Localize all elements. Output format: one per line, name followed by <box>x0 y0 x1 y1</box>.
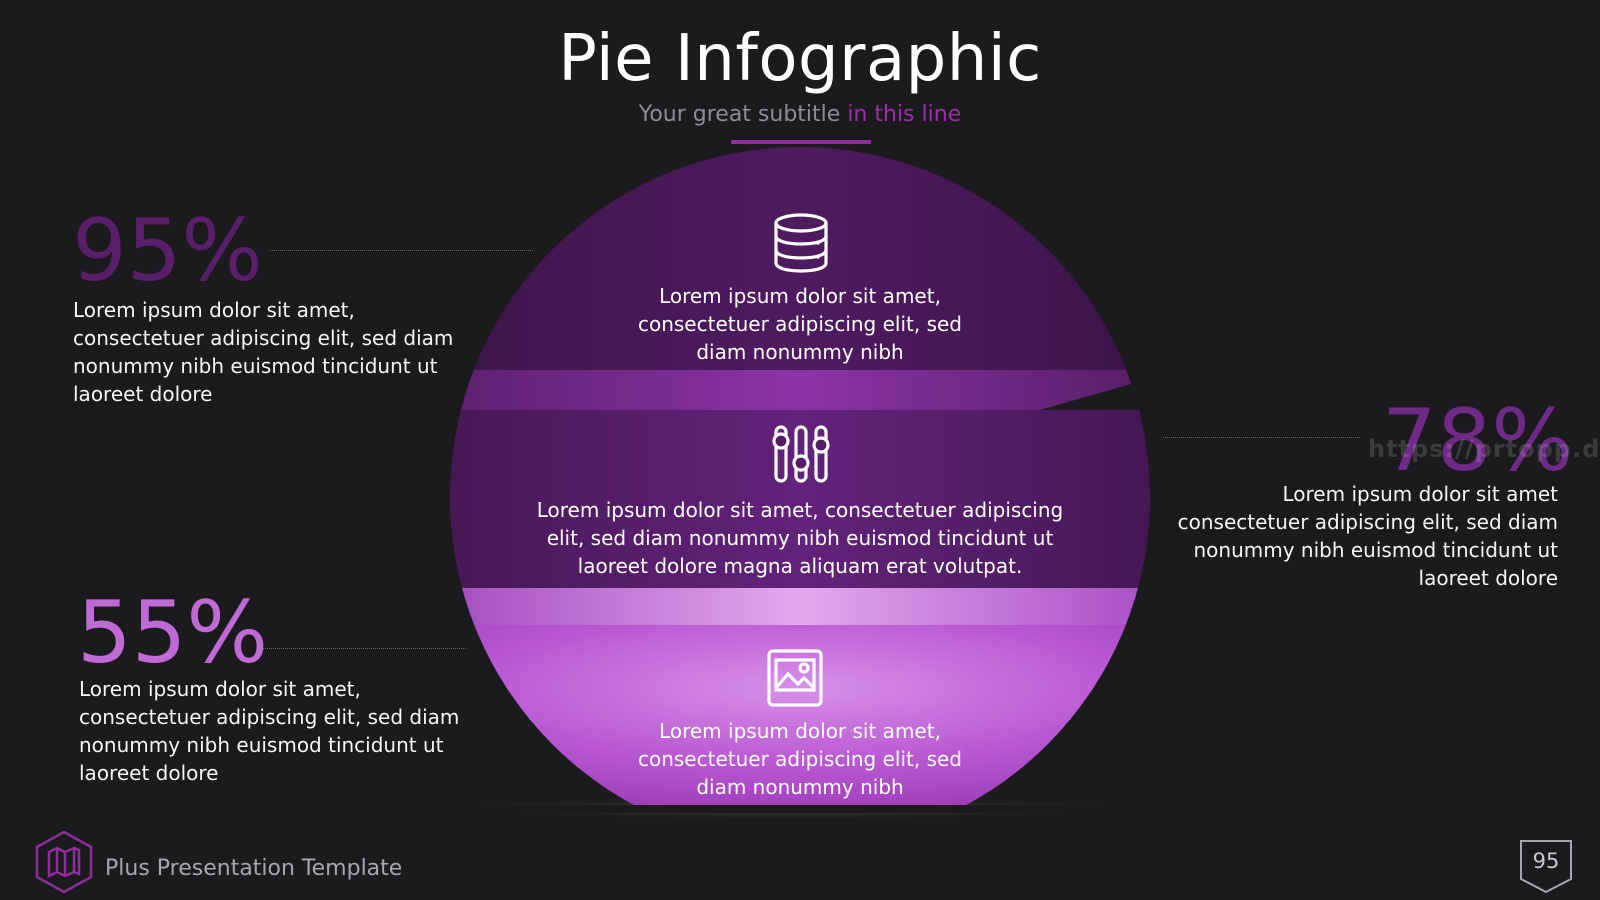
subtitle-main: Your great subtitle <box>638 102 841 127</box>
stat-55-leader <box>263 648 466 649</box>
page-number: 95 <box>1532 849 1560 873</box>
stat-55-value: 55% <box>77 583 269 683</box>
segment-middle <box>450 410 1150 588</box>
database-icon <box>774 213 828 273</box>
segment-middle-band <box>450 588 1150 625</box>
subtitle-accent: in this line <box>847 102 962 127</box>
segment-bottom <box>450 625 1150 805</box>
slide-title: Pie Infographic <box>558 22 1042 96</box>
slide-subtitle: Your great subtitle in this line <box>0 102 1600 127</box>
stat-95-value: 95% <box>72 201 264 301</box>
stat-78-leader <box>1163 437 1360 438</box>
page-badge-shape <box>1520 840 1572 894</box>
map-icon <box>35 830 93 894</box>
stat-95-leader <box>270 250 533 251</box>
footer-label: Plus Presentation Template <box>105 856 403 881</box>
stat-78-value: 78% <box>1382 391 1574 491</box>
watermark: https://prtopp.de <box>1368 435 1600 463</box>
stat-78-text: Lorem ipsum dolor sit amet consectetuer … <box>1177 482 1558 590</box>
segment-top-text: Lorem ipsum dolor sit amet, consectetuer… <box>637 284 963 364</box>
image-icon <box>767 649 823 707</box>
sliders-icon <box>772 425 830 483</box>
segment-middle-text: Lorem ipsum dolor sit amet, consectetuer… <box>536 498 1064 578</box>
segment-bottom-text: Lorem ipsum dolor sit amet, consectetuer… <box>637 719 963 799</box>
segment-top-band <box>450 370 1150 410</box>
stat-55-text: Lorem ipsum dolor sit amet, consectetuer… <box>79 677 460 785</box>
stat-95-text: Lorem ipsum dolor sit amet, consectetuer… <box>73 298 454 406</box>
title-underline <box>731 140 871 144</box>
